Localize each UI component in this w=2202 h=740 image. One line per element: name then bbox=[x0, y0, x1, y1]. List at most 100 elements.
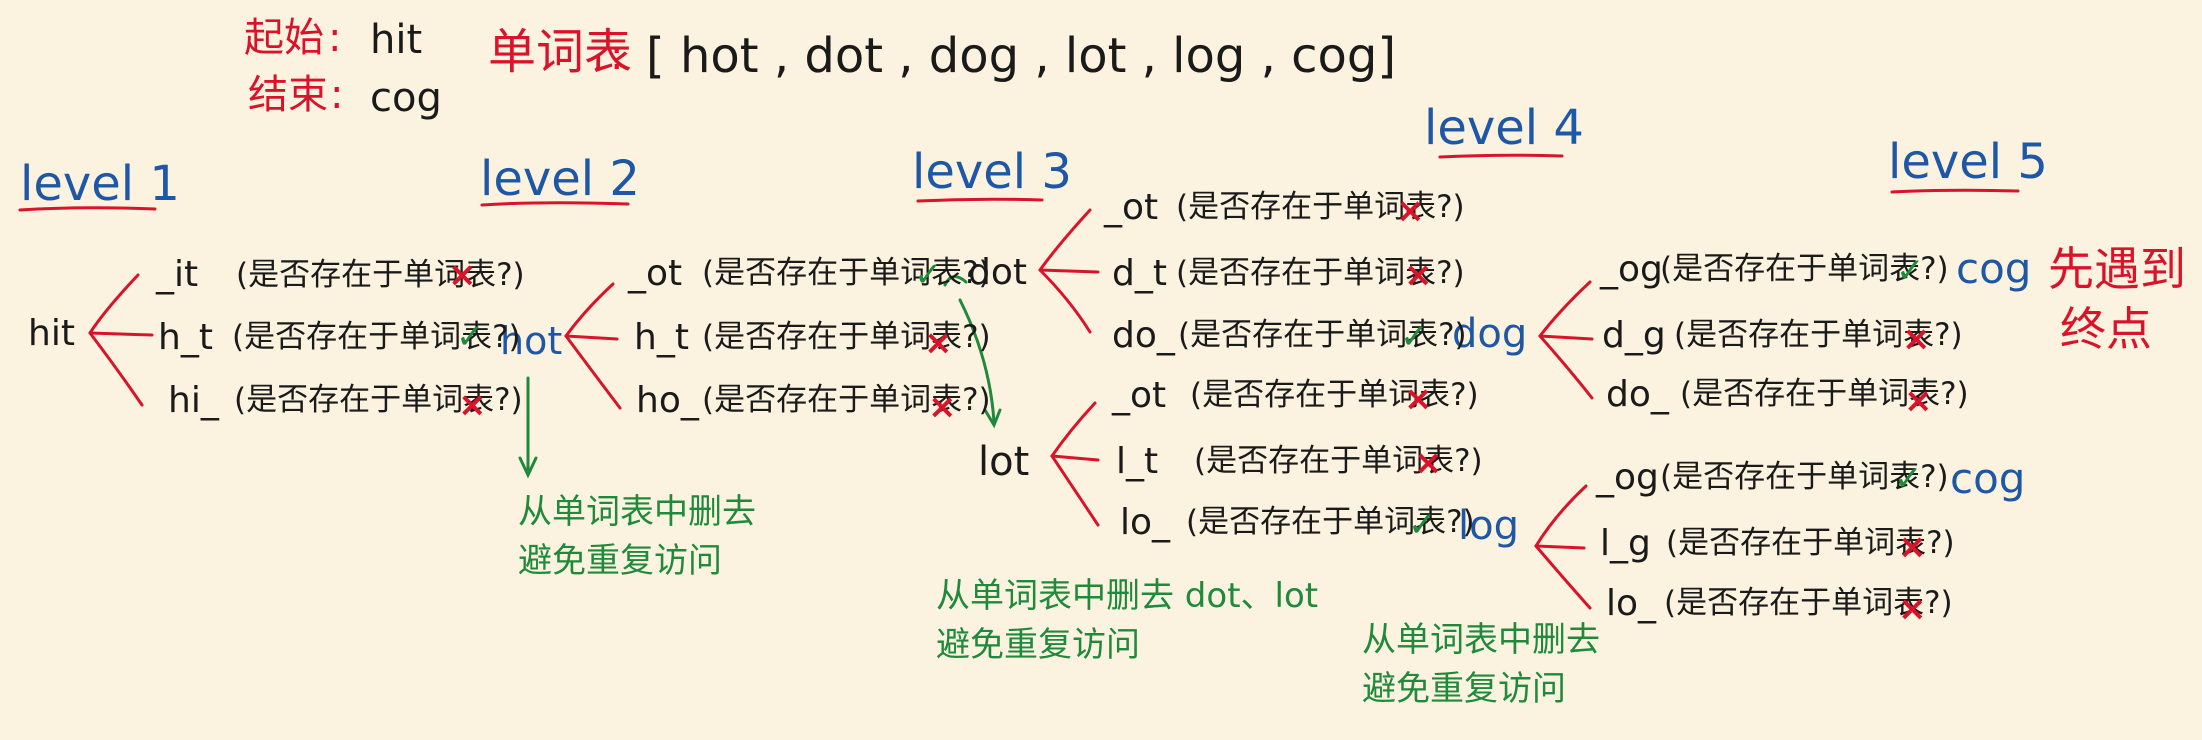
start-colon: : bbox=[328, 15, 342, 61]
note-line: 从单词表中删去 bbox=[1362, 620, 1600, 660]
note-line: 从单词表中删去 bbox=[518, 492, 756, 532]
end-word: cog bbox=[370, 75, 442, 121]
branch-dot-3 bbox=[1038, 268, 1092, 334]
cross-mark: × bbox=[1898, 589, 1927, 629]
question: (是否存在于单词表?) bbox=[702, 255, 991, 291]
question: (是否存在于单词表?) bbox=[1660, 251, 1949, 287]
branch-hit-2 bbox=[88, 331, 154, 337]
level3-underline bbox=[916, 197, 1044, 203]
question: (是否存在于单词表?) bbox=[1176, 189, 1465, 225]
node-dot: dot bbox=[968, 252, 1027, 293]
branch-lot-3 bbox=[1050, 454, 1100, 527]
cross-mark: × bbox=[1898, 527, 1927, 567]
wordlist: [ hot , dot , dog , lot , log , cog] bbox=[646, 28, 1397, 84]
question: (是否存在于单词表?) bbox=[1674, 317, 1963, 353]
level-5-label: level 5 bbox=[1888, 134, 2048, 190]
pattern-dot-1: _ot bbox=[1104, 187, 1159, 228]
question: (是否存在于单词表?) bbox=[1178, 317, 1467, 353]
question: (是否存在于单词表?) bbox=[702, 382, 991, 418]
question: (是否存在于单词表?) bbox=[1190, 377, 1479, 413]
pattern-lot-3: lo_ bbox=[1120, 502, 1171, 543]
node-hit: hit bbox=[28, 313, 75, 354]
level-2-label: level 2 bbox=[480, 151, 640, 207]
check-mark: ✓ bbox=[1894, 459, 1923, 499]
check-mark: ✓ bbox=[1400, 317, 1429, 357]
question: (是否存在于单词表?) bbox=[236, 257, 525, 293]
pattern-lot-2: l_t bbox=[1116, 441, 1159, 482]
node-cog-1: cog bbox=[1956, 244, 2032, 293]
node-log: log bbox=[1458, 503, 1519, 549]
check-mark: ✓ bbox=[456, 317, 485, 357]
pattern-log-3: lo_ bbox=[1606, 583, 1657, 624]
pattern-hit-2: h_t bbox=[158, 317, 213, 358]
end-label: 结束 bbox=[248, 72, 328, 118]
node-cog-2: cog bbox=[1950, 454, 2026, 503]
pattern-hot-3: ho_ bbox=[636, 380, 699, 421]
branch-hot-3 bbox=[564, 334, 622, 410]
note-line: 避免重复访问 bbox=[518, 541, 722, 582]
cross-mark: × bbox=[1414, 443, 1443, 483]
level4-underline bbox=[1438, 153, 1564, 159]
pattern-hot-1: _ot bbox=[628, 253, 683, 294]
wordlist-label: 单词表 bbox=[488, 24, 633, 80]
question: (是否存在于单词表?) bbox=[1194, 443, 1483, 479]
branch-lot-1 bbox=[1050, 401, 1097, 458]
check-mark: ✓ bbox=[1408, 505, 1437, 545]
branch-lot-2 bbox=[1050, 454, 1100, 462]
level-3-label: level 3 bbox=[912, 144, 1072, 200]
branch-hot-2 bbox=[564, 334, 619, 341]
branch-dot-1 bbox=[1038, 208, 1092, 272]
pattern-dot-2: d_t bbox=[1112, 253, 1167, 294]
hook-arrow bbox=[943, 275, 968, 287]
pattern-dog-3: do_ bbox=[1606, 374, 1669, 415]
branch-hit-3 bbox=[88, 331, 144, 407]
cross-mark: × bbox=[448, 255, 477, 295]
note-remove-dog-log: 从单词表中删去 避免重复访问 bbox=[1362, 616, 1600, 715]
note-line: 避免重复访问 bbox=[1362, 669, 1566, 710]
cross-mark: × bbox=[1404, 379, 1433, 419]
pattern-dot-3: do_ bbox=[1112, 315, 1175, 356]
end-colon: : bbox=[330, 72, 344, 118]
cross-mark: × bbox=[928, 387, 957, 427]
branch-dog-3 bbox=[1538, 334, 1594, 400]
pattern-dog-1: _og bbox=[1600, 249, 1663, 290]
note-line: 避免重复访问 bbox=[936, 625, 1140, 666]
cross-mark: × bbox=[924, 323, 953, 363]
branch-hot-1 bbox=[564, 282, 615, 338]
note-line: 先遇到 bbox=[2048, 242, 2186, 296]
level-1-label: level 1 bbox=[20, 156, 180, 212]
question: (是否存在于单词表?) bbox=[1660, 459, 1949, 495]
branch-log-3 bbox=[1534, 544, 1592, 610]
start-label: 起始 bbox=[244, 15, 324, 61]
cross-mark: × bbox=[1902, 319, 1931, 359]
node-dog: dog bbox=[1452, 311, 1528, 357]
level5-underline bbox=[1890, 188, 2020, 194]
pattern-hit-3: hi_ bbox=[168, 380, 219, 421]
branch-log-1 bbox=[1534, 484, 1588, 548]
question: (是否存在于单词表?) bbox=[232, 319, 521, 355]
note-line: 终点 bbox=[2060, 301, 2152, 356]
branch-hit-1 bbox=[88, 273, 140, 335]
question: (是否存在于单词表?) bbox=[1664, 585, 1953, 621]
pattern-log-2: l_g bbox=[1600, 523, 1651, 564]
question: (是否存在于单词表?) bbox=[702, 319, 991, 355]
node-lot: lot bbox=[978, 439, 1030, 485]
pattern-hot-2: h_t bbox=[634, 317, 689, 358]
pattern-dog-2: d_g bbox=[1602, 315, 1666, 356]
branch-log-2 bbox=[1534, 544, 1586, 550]
note-line: 从单词表中删去 dot、lot bbox=[936, 576, 1319, 616]
question: (是否存在于单词表?) bbox=[234, 382, 523, 418]
branch-dog-2 bbox=[1538, 334, 1594, 341]
check-mark: ✓ bbox=[1896, 251, 1925, 291]
question: (是否存在于单词表?) bbox=[1176, 255, 1465, 291]
branch-dot-2 bbox=[1038, 268, 1100, 274]
wordlist-colon: : bbox=[610, 33, 624, 79]
pattern-hit-1: _it bbox=[156, 254, 199, 295]
level-4-label: level 4 bbox=[1424, 100, 1584, 156]
level2-underline bbox=[480, 201, 630, 207]
node-hot: hot bbox=[500, 319, 563, 363]
cross-mark: × bbox=[1404, 255, 1433, 295]
check-mark: ✓ bbox=[914, 255, 943, 295]
question: (是否存在于单词表?) bbox=[1666, 525, 1955, 561]
